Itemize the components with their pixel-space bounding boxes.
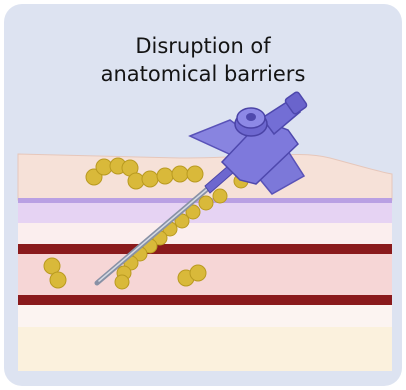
bacterium [157,168,173,184]
bacterium [172,166,188,182]
dermis-layer [18,223,392,245]
injection-port-hole [246,113,256,121]
bacterium [50,272,66,288]
subcutis-layer [18,305,392,327]
bacterium [213,189,227,203]
fat-layer [18,327,392,371]
bacterium [190,265,206,281]
bacterium [128,173,144,189]
vessel-wall-top [18,244,392,254]
vessel-wall-bottom [18,295,392,305]
bacterium [187,166,203,182]
bacterium [142,171,158,187]
bacterium [115,275,129,289]
bacterium [199,196,213,210]
